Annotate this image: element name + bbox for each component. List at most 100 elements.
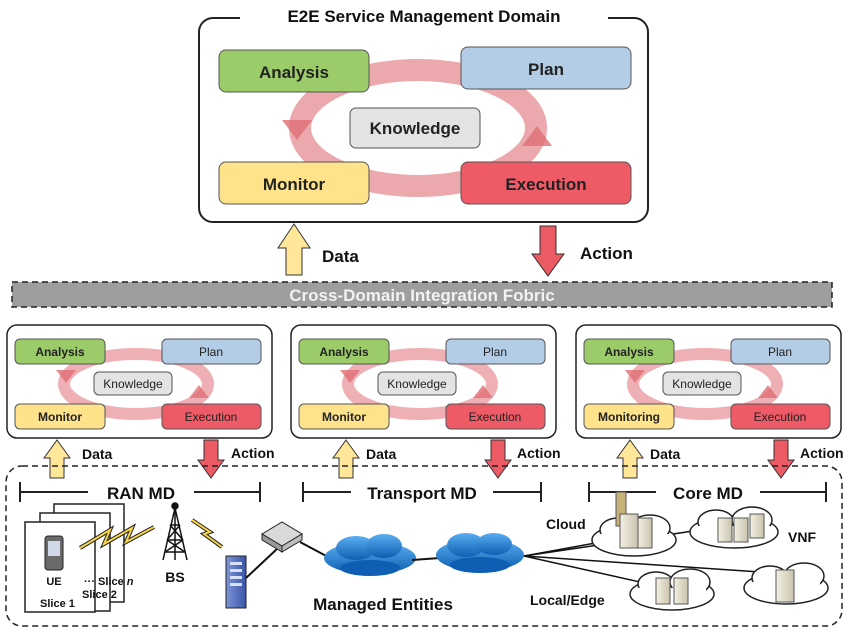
transport-domain-panel: Analysis Plan Monitor Execution Knowledg… — [290, 324, 557, 439]
slice-n-label: ··· Slice n — [84, 576, 134, 588]
analysis-label: Analysis — [35, 345, 85, 359]
analysis-label: Analysis — [259, 63, 329, 82]
knowledge-box — [93, 371, 173, 396]
analysis-box — [298, 338, 390, 365]
data-label: Data — [322, 247, 359, 266]
fabric-bar — [11, 281, 833, 308]
action-down-arrow-icon — [197, 439, 225, 479]
execution-label: Execution — [505, 175, 586, 194]
local-edge-label: Local/Edge — [530, 592, 605, 608]
knowledge-box — [349, 107, 481, 149]
analysis-label: Analysis — [604, 345, 654, 359]
cloud-datacenter-icon — [591, 491, 677, 557]
ran-md-label: RAN MD — [107, 484, 175, 503]
action-label: Action — [517, 445, 561, 461]
loop-arrowhead-icon — [340, 370, 360, 383]
cross-domain-fabric: Cross-Domain Integration Fobric — [11, 281, 833, 308]
managed-entities-frame — [5, 465, 843, 627]
network-link — [245, 547, 279, 579]
data-label: Data — [650, 446, 681, 462]
phone-icon — [44, 535, 64, 571]
edge-cloud-icon — [743, 562, 829, 605]
loop-arrowhead-icon — [282, 120, 312, 140]
analysis-box — [583, 338, 675, 365]
loop-arrowhead-icon — [625, 370, 645, 383]
core-md-range: Core MD — [588, 481, 827, 503]
mape-loop-ring — [342, 348, 498, 420]
wireless-link-icon — [191, 519, 223, 548]
plan-label: Plan — [199, 345, 223, 359]
plan-box — [460, 46, 632, 90]
execution-box — [161, 403, 262, 430]
monitor-label: Monitor — [322, 410, 366, 424]
fabric-label: Cross-Domain Integration Fobric — [289, 286, 554, 305]
transport-cloud-icon — [436, 533, 524, 573]
plan-label: Plan — [768, 345, 792, 359]
network-link — [411, 557, 441, 561]
monitor-box — [583, 403, 675, 430]
managed-entities-area: RAN MD Transport MD Core MD UE — [5, 465, 843, 627]
action-down-arrow-icon — [484, 439, 512, 479]
knowledge-box — [377, 371, 457, 396]
analysis-label: Analysis — [319, 345, 369, 359]
action-label: Action — [231, 445, 275, 461]
slice-stack: UE Slice 1 Slice 2 ··· Slice n — [24, 503, 134, 613]
domain-flows: Data Action Data Action Data Action — [43, 439, 844, 479]
transport-md-range: Transport MD — [302, 481, 542, 503]
loop-arrowhead-icon — [56, 370, 76, 383]
analysis-box — [14, 338, 106, 365]
knowledge-label: Knowledge — [103, 377, 163, 391]
plan-label: Plan — [528, 60, 564, 79]
plan-box — [445, 338, 546, 365]
e2e-domain-title: E2E Service Management Domain — [287, 7, 560, 26]
monitor-label: Monitor — [38, 410, 82, 424]
monitor-label: Monitor — [263, 175, 326, 194]
execution-box — [730, 403, 831, 430]
execution-box — [445, 403, 546, 430]
slice-2-label: Slice 2 — [82, 589, 117, 601]
data-up-arrow-icon — [277, 223, 311, 276]
execution-label: Execution — [185, 410, 238, 424]
bs-label: BS — [165, 569, 184, 585]
plan-box — [730, 338, 831, 365]
mape-loop-ring — [627, 348, 783, 420]
data-up-arrow-icon — [332, 439, 360, 479]
data-up-arrow-icon — [616, 439, 644, 479]
loop-arrowhead-icon — [758, 385, 778, 398]
data-up-arrow-icon — [43, 439, 71, 479]
execution-label: Execution — [469, 410, 522, 424]
analysis-box — [218, 49, 370, 93]
plan-box — [161, 338, 262, 365]
core-md-label: Core MD — [673, 484, 743, 503]
action-down-arrow-icon — [767, 439, 795, 479]
cloud-label: Cloud — [546, 516, 586, 532]
action-label: Action — [580, 244, 633, 263]
knowledge-label: Knowledge — [672, 377, 732, 391]
core-domain-panel: Analysis Plan Monitoring Execution Knowl… — [575, 324, 842, 439]
network-switch-icon — [261, 521, 303, 553]
wireless-link-icon — [79, 525, 155, 549]
knowledge-label: Knowledge — [387, 377, 447, 391]
monitor-label: Monitoring — [598, 410, 660, 424]
data-label: Data — [82, 446, 113, 462]
edge-cloud-icon — [629, 568, 715, 611]
knowledge-box — [662, 371, 742, 396]
loop-arrowhead-icon — [473, 385, 493, 398]
action-label: Action — [800, 445, 844, 461]
monitor-box — [218, 161, 370, 205]
knowledge-label: Knowledge — [370, 119, 461, 138]
execution-box — [460, 161, 632, 205]
action-down-arrow-icon — [531, 225, 565, 277]
managed-entities-label: Managed Entities — [313, 595, 453, 614]
server-rack-icon — [225, 555, 247, 609]
loop-arrowhead-icon — [522, 126, 552, 146]
execution-label: Execution — [754, 410, 807, 424]
transport-md-label: Transport MD — [367, 484, 477, 503]
ran-md-range: RAN MD — [19, 481, 261, 503]
ran-domain-panel: Analysis Plan Monitor Execution Knowledg… — [6, 324, 273, 439]
monitor-box — [298, 403, 390, 430]
mape-loop-ring — [58, 348, 214, 420]
ue-label: UE — [46, 576, 61, 588]
vnf-label: VNF — [788, 529, 816, 545]
